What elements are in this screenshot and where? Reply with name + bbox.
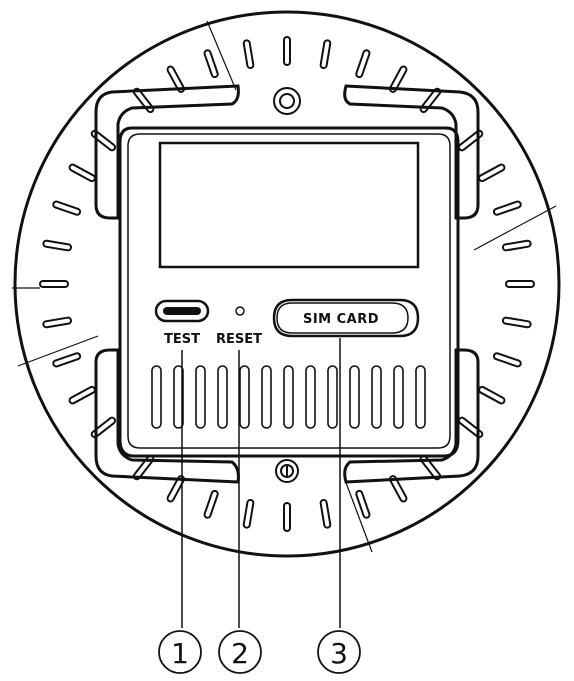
inner-vent-slot — [261, 365, 272, 429]
inner-vent-slot — [195, 365, 206, 429]
rim-slot-inner — [168, 477, 184, 501]
callout-leaders — [181, 338, 341, 628]
rim-slot-inner — [459, 131, 482, 150]
rim-slot-inner — [503, 241, 530, 250]
rim-slot-inner — [54, 202, 80, 214]
rim-slot-inner — [494, 354, 520, 366]
callout-3-number: 3 — [330, 637, 348, 670]
inner-vent-slot — [151, 365, 162, 429]
inner-vent-slot — [371, 365, 382, 429]
rim-slot-inner — [205, 51, 217, 77]
callout-3: 3 — [317, 630, 361, 674]
outer-housing — [13, 10, 561, 558]
inner-vent-slot — [305, 365, 316, 429]
rim-slot-inner — [44, 318, 71, 327]
rim-slot-inner — [321, 41, 330, 68]
bottom-screw-icon — [275, 459, 299, 483]
rim-slot-inner — [92, 418, 115, 437]
rim-slot-inner — [70, 165, 94, 181]
sim-card-label: SIM CARD — [303, 312, 379, 327]
rim-slot-inner — [390, 67, 406, 91]
rim-slot-inner — [54, 354, 80, 366]
inner-vent-slot — [349, 365, 360, 429]
rim-slot-inner — [70, 387, 94, 403]
rim-slot-inner — [494, 202, 520, 214]
rim-slot-inner — [44, 241, 71, 250]
rim-vent-slots — [39, 36, 535, 532]
rim-slot-inner — [503, 318, 530, 327]
test-label: TEST — [164, 332, 200, 347]
rim-slot-inner — [92, 131, 115, 150]
mounting-bracket — [94, 84, 480, 484]
device-body — [118, 126, 460, 458]
housing-seams — [12, 20, 557, 553]
usb-c-test-port[interactable] — [154, 299, 210, 323]
inner-vent-slot — [283, 365, 294, 429]
rim-slot-inner — [390, 477, 406, 501]
display-window — [158, 141, 420, 269]
rim-slot-inner — [244, 500, 253, 527]
rim-slot-inner — [480, 165, 504, 181]
reset-label: RESET — [216, 332, 262, 347]
inner-vent-slot — [393, 365, 404, 429]
rim-slot-inner — [357, 491, 369, 517]
callout-1-number: 1 — [171, 637, 189, 670]
rim-slot-inner — [205, 491, 217, 517]
inner-vent-slot — [327, 365, 338, 429]
callout-2-number: 2 — [231, 637, 249, 670]
inner-vent-slot — [239, 365, 250, 429]
rim-slot-inner — [168, 67, 184, 91]
inner-vent-slot — [217, 365, 228, 429]
rim-slot-inner — [357, 51, 369, 77]
rim-slot-inner — [244, 41, 253, 68]
rim-slot-inner — [134, 456, 153, 479]
callout-1: 1 — [158, 630, 202, 674]
reset-pinhole[interactable] — [235, 306, 245, 316]
callout-2: 2 — [218, 630, 262, 674]
inner-vent-slots — [151, 365, 426, 429]
rim-slot-inner — [480, 387, 504, 403]
top-screw-icon — [273, 87, 301, 115]
inner-vent-slot — [173, 365, 184, 429]
rim-slot-inner — [459, 418, 482, 437]
inner-vent-slot — [415, 365, 426, 429]
rim-slot-inner — [321, 500, 330, 527]
sim-card-slot[interactable]: SIM CARD — [272, 298, 420, 338]
